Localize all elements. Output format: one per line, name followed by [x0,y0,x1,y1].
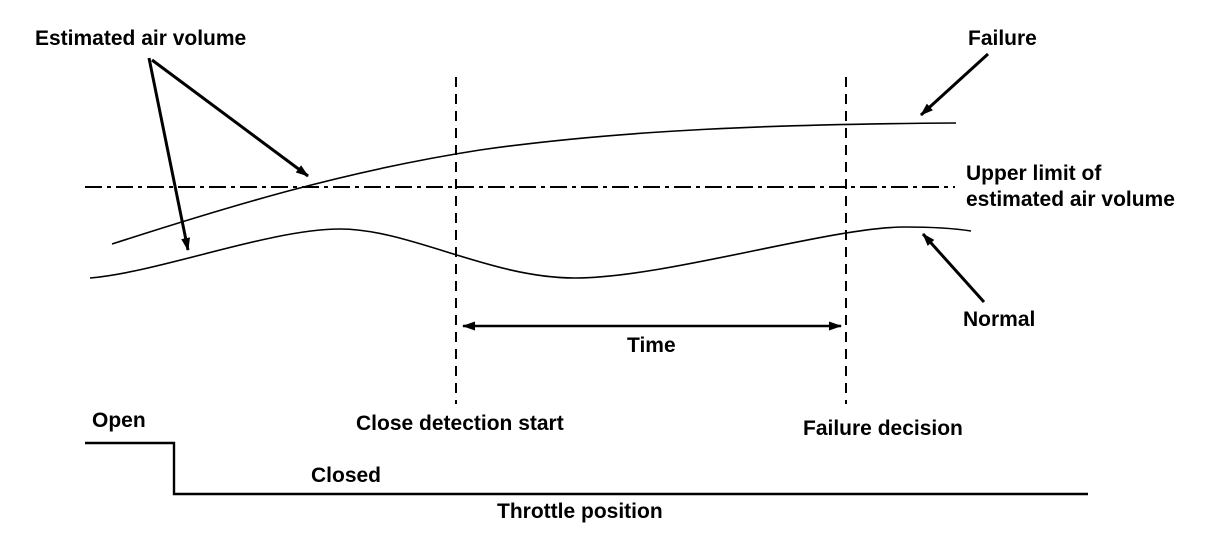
throttle-step-line [85,441,1088,496]
failure-decision-label: Failure decision [803,417,963,440]
throttle-position-label: Throttle position [497,500,663,523]
normal-label: Normal [963,308,1036,331]
time-label: Time [627,334,676,357]
normal-curve [89,226,972,279]
upper-limit-label: Upper limit of estimated air volume [966,162,1175,211]
closed-state-label: Closed [311,464,382,487]
open-state-label: Open [92,409,146,432]
close-detection-start-label: Close detection start [356,412,564,435]
estimated-air-volume-label: Estimated air volume [35,27,247,50]
estimated-air-volume-arrow-normal [147,57,191,251]
failure-curve [111,122,957,245]
failure-label: Failure [968,27,1037,50]
failure-label-arrow [919,52,990,117]
normal-label-arrow [921,232,986,304]
estimated-air-volume-arrow-failure [151,58,309,178]
